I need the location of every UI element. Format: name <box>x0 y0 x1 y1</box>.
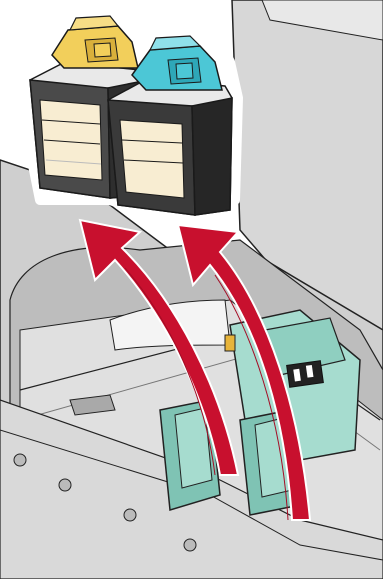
latch-icon <box>287 361 324 388</box>
cartridges <box>22 12 238 215</box>
